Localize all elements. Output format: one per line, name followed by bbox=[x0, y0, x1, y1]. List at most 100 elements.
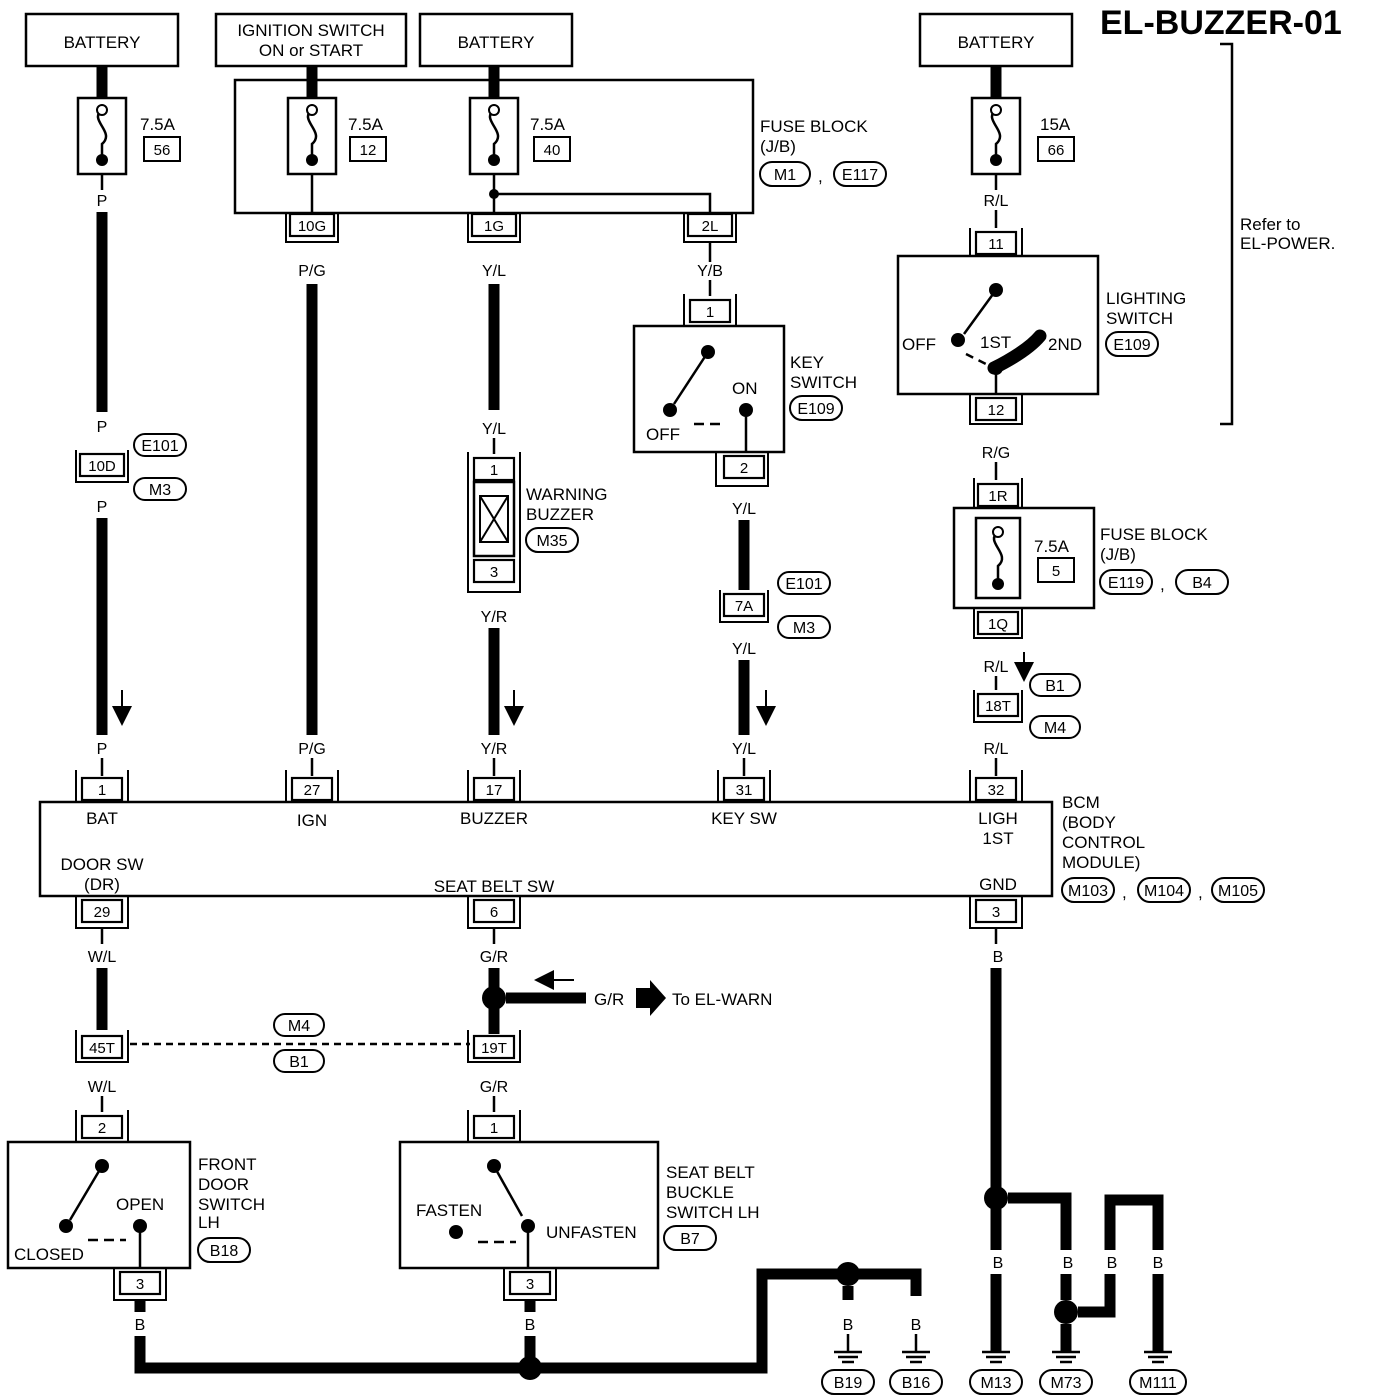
seat-belt-buckle-switch: 1 FASTEN UNFASTEN 3 bbox=[398, 1110, 660, 1301]
svg-text:M103: M103 bbox=[1068, 883, 1108, 900]
svg-text:B18: B18 bbox=[210, 1243, 239, 1260]
wire-label-wl-2: W/L bbox=[88, 1079, 117, 1096]
bcm-pin-31: 31 KEY SW bbox=[711, 770, 777, 828]
wire-label-gr-1: G/R bbox=[480, 949, 508, 966]
connector-ref-m4-a: M4 bbox=[1029, 715, 1081, 739]
svg-text:1G: 1G bbox=[484, 218, 504, 235]
lighting-switch-label-1: LIGHTING bbox=[1106, 289, 1186, 308]
connector-10g: 10G bbox=[285, 212, 339, 243]
seat-belt-label-3: SWITCH LH bbox=[666, 1203, 760, 1222]
svg-text:11: 11 bbox=[988, 236, 1004, 253]
wire-label-yl-5: Y/L bbox=[732, 741, 756, 758]
fuse-56: 7.5A 56 bbox=[76, 66, 181, 176]
bcm-name-4: MODULE) bbox=[1062, 853, 1140, 872]
bcm-name-3: CONTROL bbox=[1062, 833, 1145, 852]
wire-label-b-4: B bbox=[911, 1317, 922, 1334]
svg-text:3: 3 bbox=[992, 904, 1000, 921]
fuse-56-number: 56 bbox=[154, 142, 171, 159]
battery-label-2: BATTERY bbox=[458, 33, 535, 52]
svg-text:E109: E109 bbox=[1113, 337, 1150, 354]
svg-text:,: , bbox=[1160, 575, 1165, 594]
door-switch-label-2: DOOR bbox=[198, 1175, 249, 1194]
wire-label-b-6: B bbox=[1063, 1255, 1074, 1272]
svg-text:B19: B19 bbox=[834, 1375, 863, 1392]
fuse-5-number: 5 bbox=[1052, 563, 1060, 580]
wire-label-yl-4: Y/L bbox=[732, 641, 756, 658]
wire-label-p-2: P bbox=[97, 419, 108, 436]
fuse-5-amp: 7.5A bbox=[1034, 537, 1070, 556]
wire-label-p-3: P bbox=[97, 499, 108, 516]
bcm-pin-3: GND 3 bbox=[969, 875, 1023, 929]
wire-label-b-gnd: B bbox=[993, 949, 1004, 966]
connector-ref-b18: B18 bbox=[197, 1237, 251, 1263]
wire-label-yl-3: Y/L bbox=[732, 501, 756, 518]
svg-text:19T: 19T bbox=[481, 1040, 507, 1057]
ground-m111: M111 bbox=[1129, 1350, 1187, 1395]
connector-ref-m3-b: M3 bbox=[777, 615, 831, 639]
lighting-switch-label-2: SWITCH bbox=[1106, 309, 1173, 328]
seat-belt-label-1: SEAT BELT bbox=[666, 1163, 755, 1182]
connector-ref-e109-key: E109 bbox=[789, 395, 843, 421]
svg-text:7A: 7A bbox=[735, 598, 753, 615]
connector-ref-e117: E117 bbox=[833, 161, 887, 187]
connector-ref-b7: B7 bbox=[663, 1225, 717, 1251]
bcm-pin-1: 1 BAT bbox=[75, 770, 129, 828]
svg-text:DOOR SW: DOOR SW bbox=[60, 855, 143, 874]
refer-bracket bbox=[1220, 42, 1234, 426]
battery-box-2: BATTERY bbox=[418, 12, 574, 68]
svg-text:GND: GND bbox=[979, 875, 1017, 894]
to-el-warn-text: To EL-WARN bbox=[672, 990, 772, 1009]
door-switch-label-3: SWITCH bbox=[198, 1195, 265, 1214]
battery-label-3: BATTERY bbox=[958, 33, 1035, 52]
svg-text:,: , bbox=[1122, 883, 1127, 902]
wire-label-pg-2: P/G bbox=[298, 741, 326, 758]
connector-ref-e109-light: E109 bbox=[1105, 331, 1159, 357]
fuse-66: 15A 66 bbox=[970, 66, 1075, 176]
ground-bus-left bbox=[134, 1268, 922, 1374]
seat-belt-fasten: FASTEN bbox=[416, 1201, 482, 1220]
svg-text:27: 27 bbox=[304, 782, 321, 799]
key-switch-off: OFF bbox=[646, 425, 680, 444]
wire-label-rl-3: R/L bbox=[984, 741, 1009, 758]
bcm-module: 1 BAT 27 IGN 17 BUZZER 31 KEY SW 32 LIGH… bbox=[38, 770, 1054, 929]
wire-label-b-8: B bbox=[1153, 1255, 1164, 1272]
buzzer-label-1: WARNING bbox=[526, 485, 608, 504]
svg-text:M3: M3 bbox=[149, 482, 171, 499]
svg-text:B16: B16 bbox=[902, 1375, 931, 1392]
svg-text:E101: E101 bbox=[141, 438, 178, 455]
svg-text:3: 3 bbox=[526, 1276, 534, 1293]
fuse-block-lower-label-2: (J/B) bbox=[1100, 545, 1136, 564]
wire-label-b-7: B bbox=[1107, 1255, 1118, 1272]
ground-b19: B19 bbox=[821, 1350, 875, 1395]
wire-label-yr-2: Y/R bbox=[481, 741, 508, 758]
connector-19t: 19T bbox=[467, 1030, 521, 1063]
door-switch-label-4: LH bbox=[198, 1213, 220, 1232]
svg-text:LIGH: LIGH bbox=[978, 809, 1018, 828]
connector-ref-m35: M35 bbox=[525, 527, 579, 553]
fuse-block-lower-label-1: FUSE BLOCK bbox=[1100, 525, 1208, 544]
svg-text:31: 31 bbox=[736, 782, 753, 799]
svg-text:M3: M3 bbox=[793, 620, 815, 637]
svg-text:1: 1 bbox=[490, 462, 498, 479]
connector-ref-b4: B4 bbox=[1175, 569, 1229, 595]
door-switch-open: OPEN bbox=[116, 1195, 164, 1214]
key-switch: 1 OFF ON 2 bbox=[632, 294, 786, 487]
fuse-40-amp: 7.5A bbox=[530, 115, 566, 134]
wire-label-b-3: B bbox=[843, 1317, 854, 1334]
wire-label-yr-1: Y/R bbox=[481, 609, 508, 626]
lighting-switch-off: OFF bbox=[902, 335, 936, 354]
fuse-block-main-label-1: FUSE BLOCK bbox=[760, 117, 868, 136]
svg-text:12: 12 bbox=[988, 402, 1005, 419]
svg-text:IGN: IGN bbox=[297, 811, 327, 830]
warning-buzzer: 1 3 bbox=[467, 452, 521, 593]
connector-ref-m1: M1 bbox=[759, 161, 811, 187]
svg-text:E109: E109 bbox=[797, 401, 834, 418]
svg-text:E101: E101 bbox=[785, 576, 822, 593]
seat-belt-unfasten: UNFASTEN bbox=[546, 1223, 637, 1242]
wire-label-yb: Y/B bbox=[697, 263, 723, 280]
front-door-switch: 2 OPEN CLOSED 3 bbox=[6, 1110, 192, 1301]
connector-45t: 45T bbox=[75, 1030, 129, 1063]
fuse-12-number: 12 bbox=[360, 142, 377, 159]
bcm-pin-29: DOOR SW (DR) 29 bbox=[60, 855, 144, 929]
to-el-warn-wire: G/R bbox=[594, 990, 624, 1009]
